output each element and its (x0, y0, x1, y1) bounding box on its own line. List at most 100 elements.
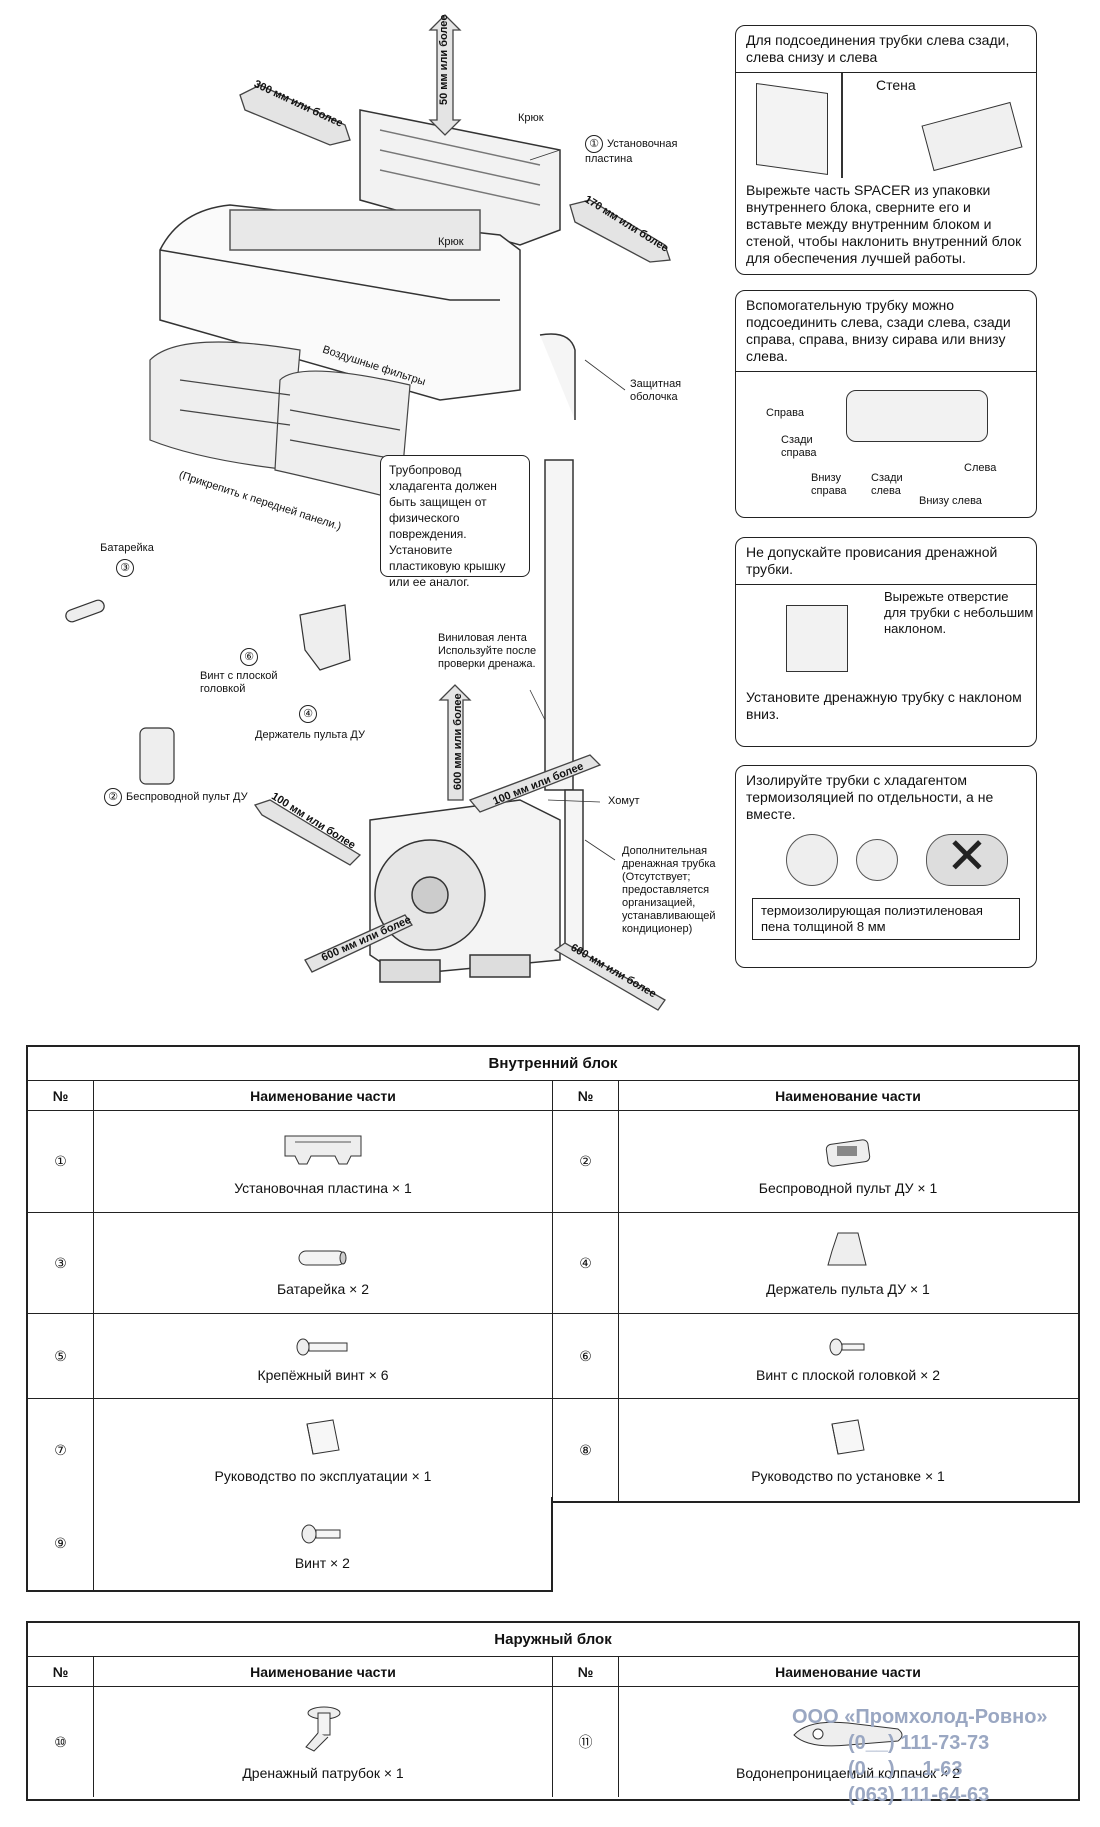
aux-pipe-callout: Вспомогательную трубку можно подсоединит… (735, 290, 1037, 518)
manual-icon (828, 1416, 868, 1456)
part-cell: Крепёжный винт × 6 (94, 1314, 553, 1398)
mounting-plate-num: ① (585, 135, 603, 153)
battery-num: ③ (116, 559, 134, 577)
protective-sheath-label: Защитная оболочка (630, 378, 682, 403)
manual-icon (303, 1416, 343, 1456)
drain-cut-label: Вырежьте отверстие для трубки с небольши… (884, 589, 1034, 636)
clearance-arrow-right (569, 199, 671, 263)
indoor-unit-drawing (159, 204, 521, 401)
aux-right-label: Справа (766, 407, 804, 419)
holder-label: ④ Держатель пульта ДУ (245, 705, 375, 742)
outdoor-table-title: Наружный блок (28, 1623, 1078, 1657)
aux-back-left-label: Сзади слева (871, 472, 903, 497)
col-num-header: № (553, 1657, 619, 1686)
flat-screw-icon (828, 1329, 868, 1357)
extra-drain-label: Дополнительная дренажная трубка (Отсутст… (622, 845, 716, 935)
part-num: ⑤ (28, 1314, 94, 1398)
watermark-company: ООО «Промхолод-Ровно» (792, 1706, 1048, 1728)
drain-callout-title: Не допускайте провисания дренажной трубк… (746, 544, 998, 577)
clearance-arrow-outdoor-front (304, 914, 413, 973)
part-num: ④ (553, 1213, 619, 1313)
part-cell: Водонепроницаемый колпачок × 2 (619, 1687, 1077, 1797)
flat-screw-num: ⑥ (240, 648, 258, 666)
remote-num: ② (104, 788, 122, 806)
watermark-phone-2: (0__) __1-63 (848, 1758, 963, 1780)
indoor-table-title: Внутренний блок (28, 1047, 1078, 1081)
col-num-header: № (28, 1081, 94, 1110)
part-num: ⑪ (553, 1687, 619, 1797)
aux-bottom-left-label: Внизу слева (919, 495, 982, 507)
part-cell: Руководство по эксплуатации × 1 (94, 1399, 553, 1501)
holder-drawing (299, 604, 351, 671)
pipe-drawing (539, 333, 584, 951)
table-row: ⑦ Руководство по эксплуатации × 1 ⑧ Руко… (28, 1399, 1078, 1501)
aux-bottom-right-label: Внизу справа (811, 472, 847, 497)
spacer-callout-illustration: Стена (736, 72, 1036, 178)
clearance-outdoor-top-label: 600 мм или более (452, 693, 464, 790)
insulation-callout: Изолируйте трубки с хладагентом термоизо… (735, 765, 1037, 968)
indoor-parts-table: Внутренний блок № Наименование части № Н… (26, 1045, 1080, 1503)
col-num-header: № (553, 1081, 619, 1110)
clamp-label: Хомут (608, 795, 640, 807)
spacer-callout-title: Для подсоединения трубки слева сзади, сл… (746, 32, 1010, 65)
outdoor-parts-table: Наружный блок № Наименование части № Наи… (26, 1621, 1080, 1801)
drain-callout: Не допускайте провисания дренажной трубк… (735, 537, 1037, 747)
watermark-phone-3: (063) 111-64-63 (848, 1784, 990, 1806)
drain-install-text: Установите дренажную трубку с наклоном в… (746, 689, 1022, 722)
spacer-wall-label: Стена (876, 77, 916, 93)
insulation-note: термоизолирующая полиэтиленовая пена тол… (752, 898, 1020, 940)
part-num: ⑨ (28, 1497, 94, 1590)
clearance-arrow-left (239, 84, 351, 146)
table-row: ③ Батарейка × 2 ④ Держатель пульта ДУ × … (28, 1213, 1078, 1314)
pipe-protection-note: Трубопровод хладагента должен быть защищ… (380, 455, 530, 589)
watermark-phone-1: (0__) 111-73-73 (848, 1732, 990, 1754)
insulation-illustration: ✕ (746, 829, 1026, 894)
part-cell: Руководство по установке × 1 (619, 1399, 1077, 1501)
aux-pipe-illustration: Справа Сзади справа Внизу справа Сзади с… (736, 371, 1036, 512)
part-name: Винт × 2 (294, 1554, 350, 1571)
part-name: Держатель пульта ДУ × 1 (766, 1281, 930, 1297)
cap-icon (788, 1703, 908, 1753)
table-row: ⑨ Винт × 2 (28, 1497, 551, 1590)
vinyl-tape-label: Виниловая лента Используйте после провер… (438, 632, 537, 670)
aux-back-right-label: Сзади справа (781, 434, 817, 459)
part-num: ⑩ (28, 1687, 94, 1797)
hook-bottom-label: Крюк (438, 236, 464, 248)
battery-icon (293, 1229, 353, 1269)
aux-pipe-callout-title: Вспомогательную трубку можно подсоединит… (746, 297, 1011, 364)
part-num: ① (28, 1111, 94, 1212)
clearance-arrow-outdoor-left (253, 799, 362, 866)
installation-diagram (65, 14, 671, 1011)
battery-label: Батарейка ③ (92, 542, 162, 577)
part-cell: Батарейка × 2 (94, 1213, 553, 1313)
part-num: ⑧ (553, 1399, 619, 1501)
battery-drawing (65, 599, 105, 623)
part-name: Винт с плоской головкой × 2 (755, 1367, 940, 1383)
screw-icon (295, 1329, 351, 1357)
indoor-header-row: № Наименование части № Наименование част… (28, 1081, 1078, 1111)
table-row: ⑩ Дренажный патрубок × 1 ⑪ Водонепроница… (28, 1687, 1078, 1797)
part-cell: Установочная пластина × 1 (94, 1111, 553, 1212)
outdoor-unit-drawing (369, 799, 561, 983)
table-row: ① Установочная пластина × 1 ② Беспроводн… (28, 1111, 1078, 1213)
part-cell: Беспроводной пульт ДУ × 1 (619, 1111, 1077, 1212)
air-filter-drawing (149, 341, 411, 501)
col-name-header: Наименование части (94, 1081, 553, 1110)
spacer-callout-text: Вырежьте часть SPACER из упаковки внутре… (746, 182, 1022, 266)
spacer-callout: Для подсоединения трубки слева сзади, сл… (735, 25, 1037, 275)
outdoor-header-row: № Наименование части № Наименование част… (28, 1657, 1078, 1687)
part-name: Водонепроницаемый колпачок × 2 (736, 1765, 960, 1781)
drain-illustration: Вырежьте отверстие для трубки с небольши… (736, 584, 1036, 685)
holder-num: ④ (299, 705, 317, 723)
part-name: Руководство по установке × 1 (751, 1468, 945, 1484)
part-name: Беспроводной пульт ДУ × 1 (758, 1179, 938, 1196)
holder-icon (818, 1229, 878, 1269)
clearance-arrow-outdoor-right (553, 942, 666, 1011)
clearance-arrow-outdoor-top (438, 684, 472, 801)
part-num: ⑦ (28, 1399, 94, 1501)
mounting-plate-icon (281, 1128, 365, 1168)
clearance-top-label: 50 мм или более (438, 14, 450, 105)
part-name: Руководство по эксплуатации × 1 (214, 1468, 432, 1484)
